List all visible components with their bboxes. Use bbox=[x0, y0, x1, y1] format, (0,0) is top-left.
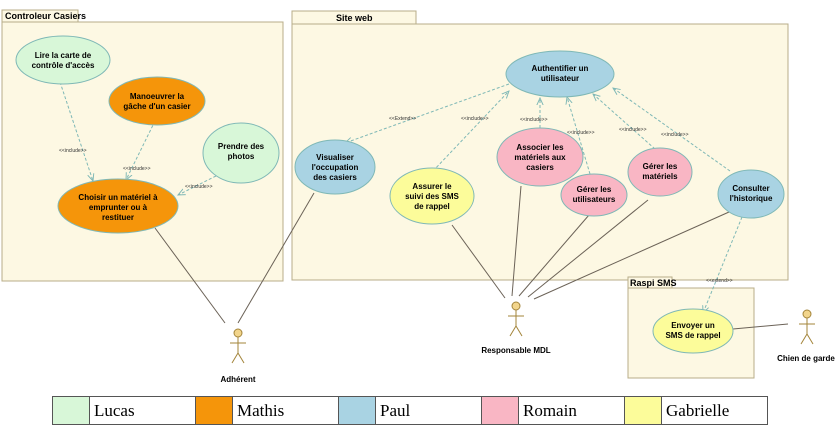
dep-photos bbox=[178, 175, 217, 195]
legend: Lucas Mathis Paul Romain Gabrielle bbox=[52, 396, 768, 425]
legend-swatch-romain bbox=[481, 396, 519, 425]
dependencies bbox=[59, 81, 743, 313]
actor-responsable-head bbox=[511, 301, 521, 311]
rel-label-associer: <<include>> bbox=[520, 117, 548, 123]
package-controleur-title: Controleur Casiers bbox=[5, 11, 86, 21]
dep-visualiser bbox=[345, 83, 510, 143]
dep-assurer bbox=[432, 91, 509, 172]
actor-chien-head bbox=[802, 309, 812, 319]
rel-label-gerer-mat: <<include>> bbox=[619, 127, 647, 133]
rel-label-envoyer: <<extend>> bbox=[706, 278, 733, 284]
rel-label-visualiser: <<Extend>> bbox=[389, 116, 416, 122]
actor-responsable[interactable] bbox=[508, 301, 524, 337]
dep-envoyer bbox=[703, 216, 743, 313]
assoc-responsable-associer bbox=[511, 185, 522, 297]
rel-label-photos: <<include>> bbox=[185, 184, 213, 190]
legend-label-romain: Romain bbox=[518, 396, 625, 425]
legend-swatch-lucas bbox=[52, 396, 90, 425]
legend-label-gabrielle: Gabrielle bbox=[661, 396, 768, 425]
relation-labels: <<include>> <<include>> <<include>> <<Ex… bbox=[59, 116, 733, 284]
assoc-responsable-gerer-util bbox=[518, 214, 590, 297]
dep-consulter bbox=[613, 88, 731, 172]
actor-adherent-label: Adhérent bbox=[220, 375, 255, 384]
legend-label-paul: Paul bbox=[375, 396, 482, 425]
legend-swatch-mathis bbox=[195, 396, 233, 425]
assoc-responsable-consulter bbox=[533, 211, 730, 300]
actor-responsable-label: Responsable MDL bbox=[481, 346, 550, 355]
assoc-chien-envoyer bbox=[732, 323, 789, 330]
rel-label-consulter: <<include>> bbox=[661, 132, 689, 138]
dep-manoeuvrer bbox=[126, 120, 156, 180]
associations bbox=[154, 185, 789, 330]
dep-gerer-util bbox=[567, 97, 591, 175]
rel-label-assurer: <<include>> bbox=[461, 116, 489, 122]
actor-adherent[interactable] bbox=[230, 328, 246, 364]
actor-adherent-head bbox=[233, 328, 243, 338]
dep-lire bbox=[59, 81, 93, 181]
assoc-adherent-choisir bbox=[154, 227, 226, 324]
assoc-adherent-visualiser bbox=[237, 192, 315, 324]
legend-label-lucas: Lucas bbox=[89, 396, 196, 425]
rel-label-manoeuvrer: <<include>> bbox=[123, 166, 151, 172]
package-raspi-title: Raspi SMS bbox=[630, 278, 677, 288]
rel-label-lire: <<include>> bbox=[59, 148, 87, 154]
assoc-responsable-gerer-mat bbox=[527, 199, 649, 298]
legend-swatch-paul bbox=[338, 396, 376, 425]
actor-chien[interactable] bbox=[799, 309, 815, 345]
package-siteweb-title: Site web bbox=[336, 13, 373, 23]
rel-label-gerer-util: <<include>> bbox=[567, 130, 595, 136]
actor-chien-label: Chien de garde bbox=[777, 354, 835, 363]
legend-swatch-gabrielle bbox=[624, 396, 662, 425]
assoc-responsable-assurer bbox=[451, 224, 506, 299]
legend-label-mathis: Mathis bbox=[232, 396, 339, 425]
dep-gerer-mat bbox=[593, 94, 656, 150]
